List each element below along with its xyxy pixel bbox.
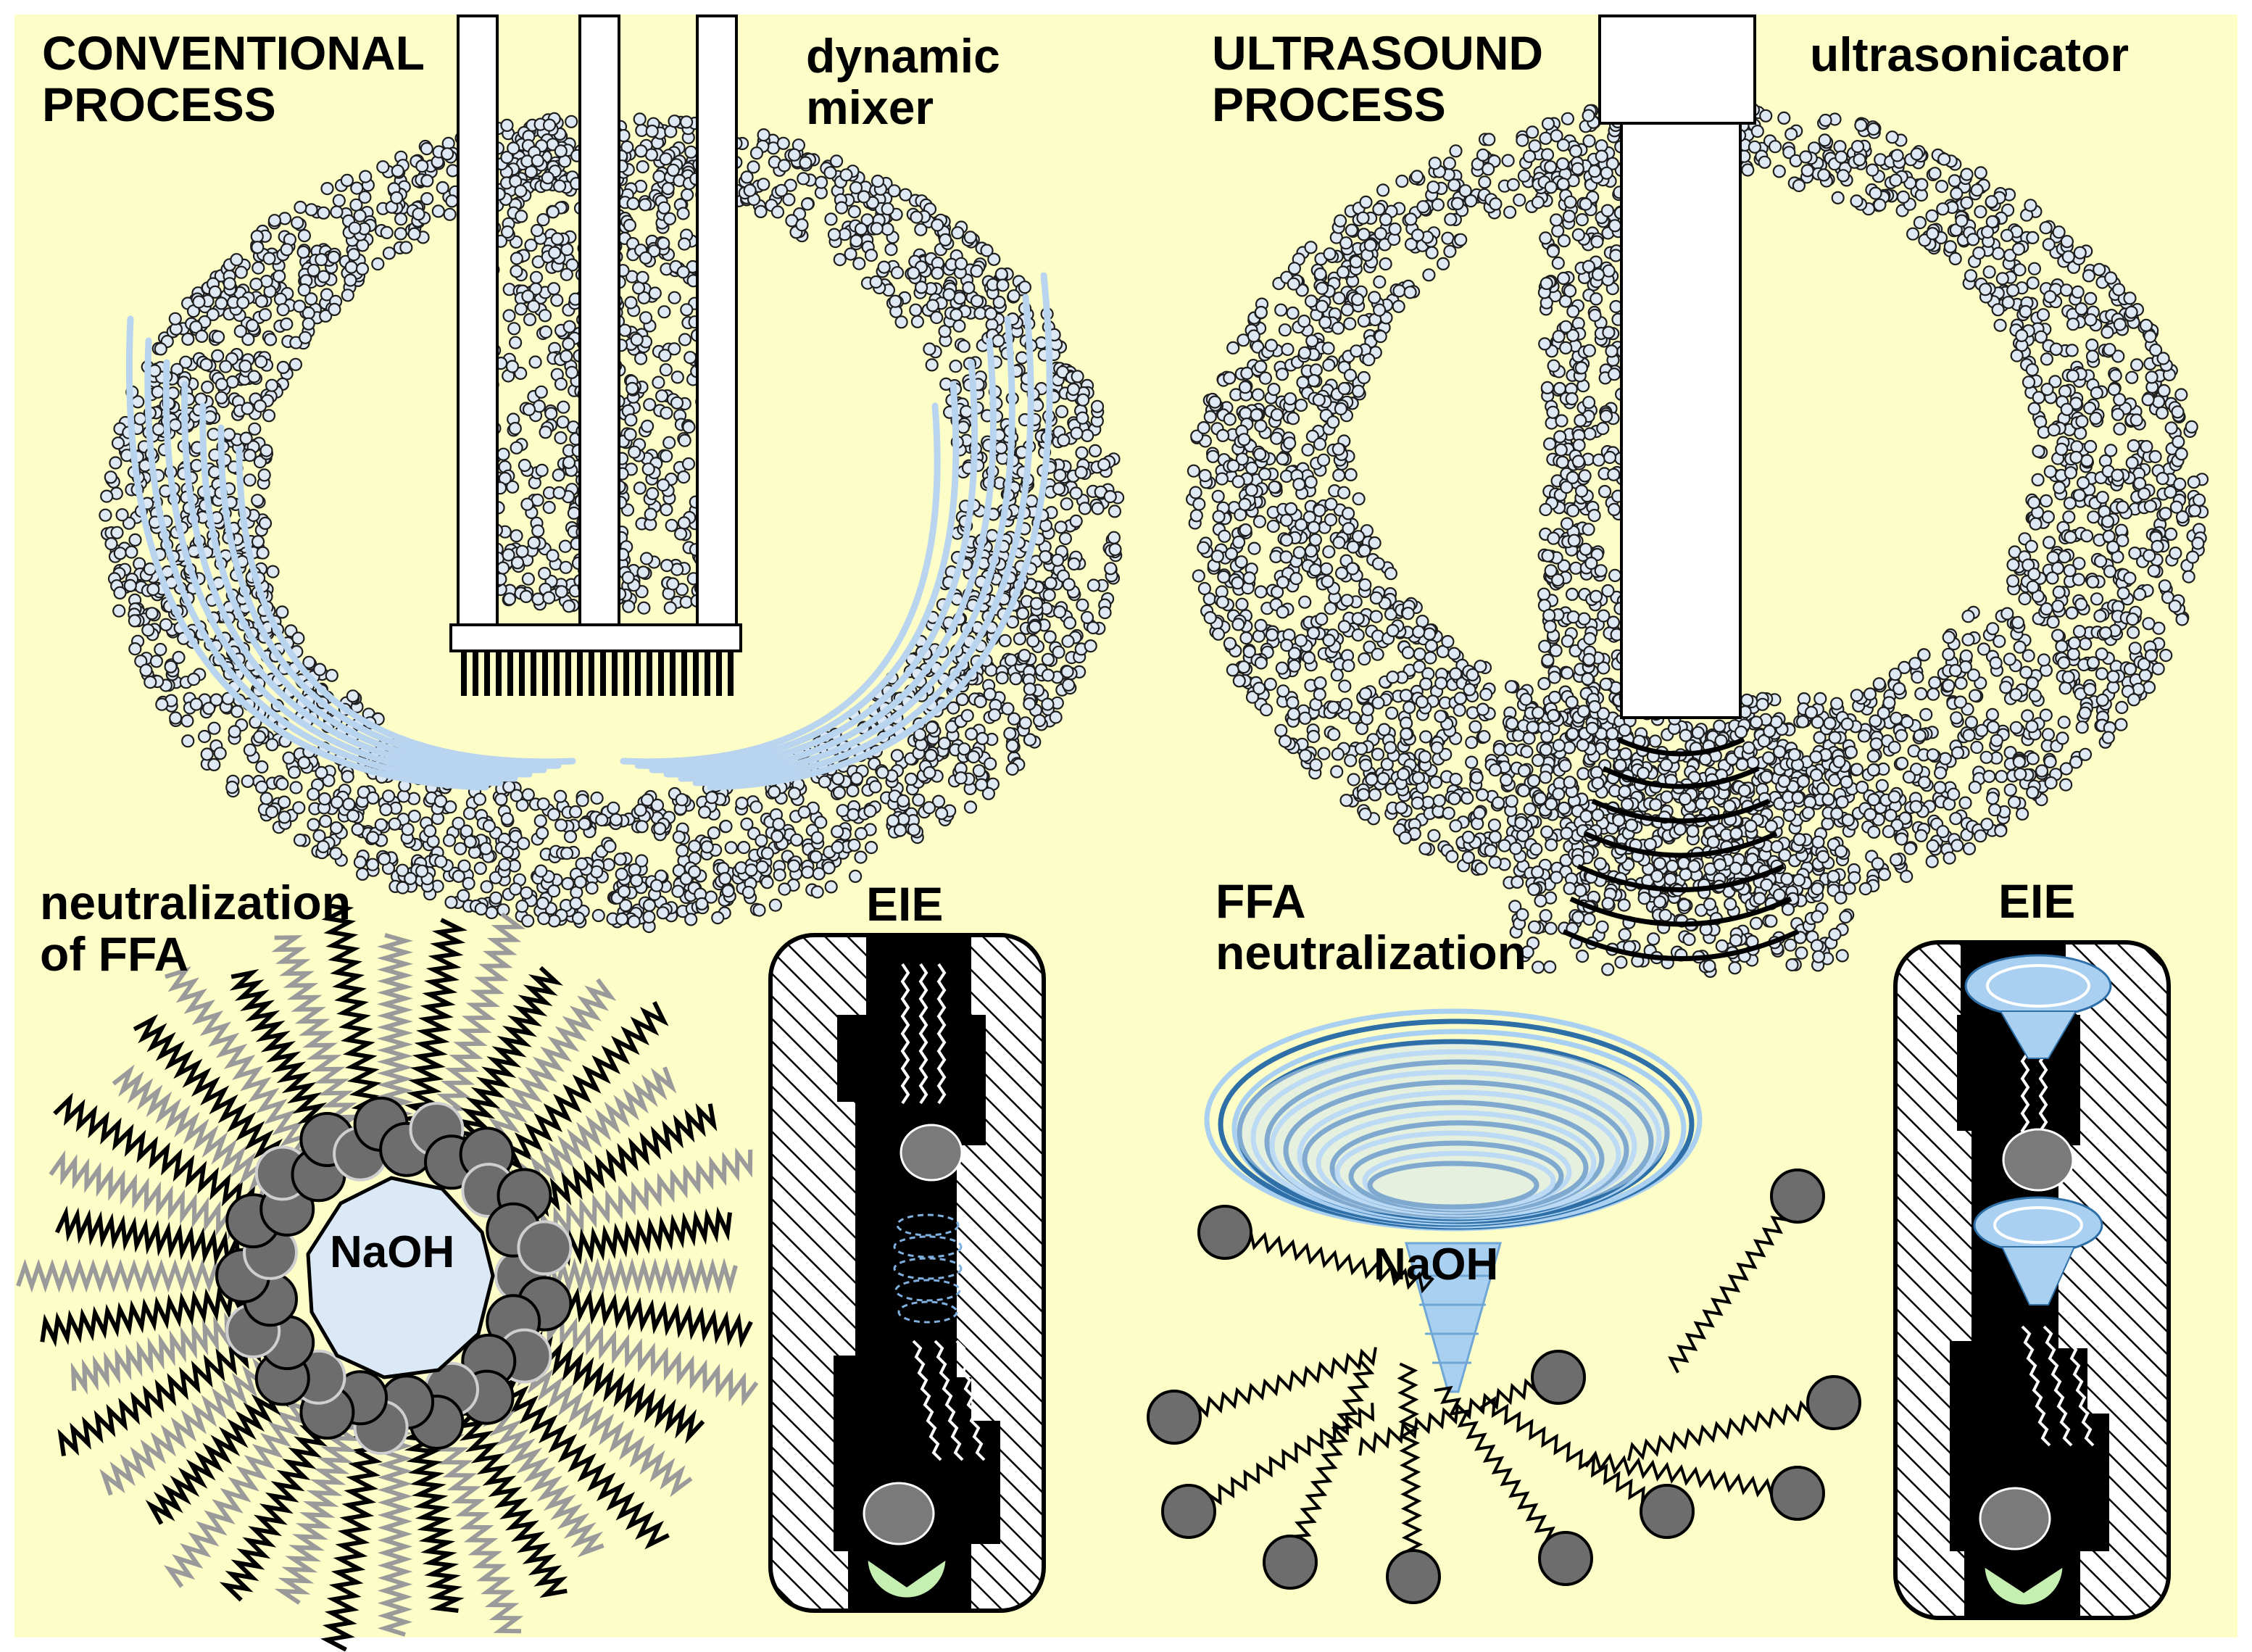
ultrasonicator-icon [1562, 14, 1800, 961]
free-ffa-molecules [1147, 1169, 1861, 1604]
ffa-heads [215, 1096, 573, 1456]
neutralization-of-ffa-label: neutralization of FFA [40, 876, 352, 981]
ultrasound-title-line1: ULTRASOUND [1212, 26, 1544, 80]
conventional-process-title: CONVENTIONAL PROCESS [42, 26, 425, 132]
conventional-title-line1: CONVENTIONAL [42, 26, 425, 80]
mixing-flow-lines [125, 272, 1053, 791]
bubble-cloud-ultrasound [1185, 95, 2209, 979]
dynamic-mixer-icon [449, 14, 742, 696]
naoh-core [306, 1176, 495, 1379]
mini-vortex-bottom-icon [1973, 1196, 2103, 1306]
mini-vortex-top-icon [1964, 954, 2112, 1059]
ultrasound-title-line2: PROCESS [1212, 78, 1446, 132]
ultrasonicator-label: ultrasonicator [1810, 28, 2130, 81]
neutralization-line2: of FFA [40, 927, 189, 981]
eie-cartridge-conventional [768, 933, 1046, 1613]
mixer-line1: dynamic [806, 29, 1000, 83]
naoh-label-ultrasound: NaOH [1374, 1240, 1499, 1290]
mixer-line2: mixer [806, 80, 934, 135]
eie-cartridge-ultrasound [1893, 940, 2171, 1620]
ffa-neutralization-label: FFA neutralization [1216, 874, 1527, 980]
ffa-line2: neutralization [1216, 926, 1527, 980]
dynamic-mixer-label: dynamic mixer [806, 30, 1000, 134]
eie-label-right: EIE [1998, 874, 2076, 928]
ffa-line1: FFA [1216, 874, 1306, 928]
neutralization-line1: neutralization [40, 876, 352, 929]
ultrasound-vortex-icon [1204, 1008, 1703, 1393]
ultrasound-waves [1562, 736, 1800, 961]
ffa-tails [16, 902, 759, 1652]
ultrasound-process-title: ULTRASOUND PROCESS [1212, 26, 1544, 132]
eie-label-left: EIE [866, 877, 944, 931]
conventional-title-line2: PROCESS [42, 78, 276, 132]
naoh-label-conventional: NaOH [330, 1227, 455, 1277]
